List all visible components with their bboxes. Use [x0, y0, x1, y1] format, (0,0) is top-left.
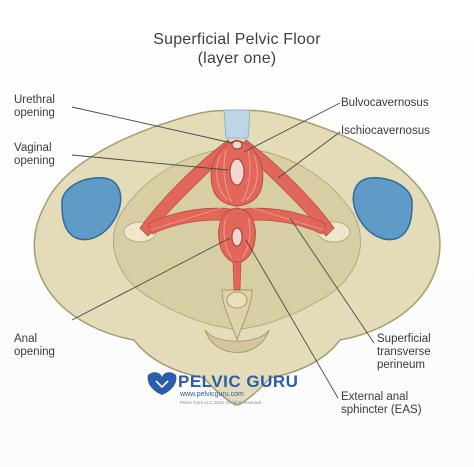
leader-bulbocavernosus: [243, 102, 341, 153]
vaginal-opening-mark: [229, 158, 245, 186]
brand-url[interactable]: www.pelvicguru.com: [180, 391, 244, 398]
label-urethral-opening: Urethral opening: [14, 94, 55, 120]
label-vaginal-opening: Vaginal opening: [14, 142, 55, 168]
leader-eas: [245, 239, 339, 399]
label-stp-line3: perineum: [377, 359, 425, 371]
right-hip-socket: [352, 177, 413, 241]
label-external-anal-sphincter: External anal sphincter (EAS): [341, 391, 422, 417]
sacrum-base: [204, 329, 270, 353]
label-eas-line1: External anal: [341, 391, 409, 403]
leader-ischiocavernosus: [277, 131, 341, 179]
anal-opening-mark: [231, 227, 243, 247]
pelvic-guru-logo-icon: [147, 372, 177, 395]
urethral-opening-mark: [231, 140, 243, 150]
label-ischiocavernosus: Ischiocavernosus: [341, 125, 430, 137]
label-stp-line2: transverse: [377, 346, 431, 358]
leader-vaginal: [71, 154, 229, 171]
label-anal-line1: Anal: [14, 333, 38, 345]
label-urethral-line1: Urethral: [14, 94, 55, 106]
brand-copyright: Pelvic Guru LLC 2015 All rights reserved: [180, 400, 262, 405]
page-subtitle: (layer one): [197, 50, 277, 67]
label-vaginal-line1: Vaginal: [14, 142, 52, 154]
leader-urethral: [71, 106, 233, 144]
label-urethral-line2: opening: [14, 107, 55, 119]
leader-superficial-transverse: [289, 217, 375, 344]
label-eas-line2: sphincter (EAS): [341, 404, 422, 416]
coccyx-tip: [226, 291, 248, 309]
pubic-symphysis: [223, 109, 251, 139]
leader-anal: [71, 237, 231, 321]
leader-lines: [71, 102, 375, 399]
label-vaginal-line2: opening: [14, 155, 55, 167]
anococcygeal-ligament: [232, 261, 242, 291]
label-bulbocavernosus: Bulvocavernosus: [341, 97, 429, 109]
label-stp-line1: Superficial: [377, 333, 431, 345]
label-anal-line2: opening: [14, 346, 55, 358]
label-superficial-transverse-perineum: Superficial transverse perineum: [377, 333, 431, 372]
page-title: Superficial Pelvic Floor: [153, 31, 321, 48]
label-anal-opening: Anal opening: [14, 333, 55, 359]
left-hip-socket: [61, 177, 122, 241]
brand-name: PELVIC GURU: [178, 372, 299, 391]
